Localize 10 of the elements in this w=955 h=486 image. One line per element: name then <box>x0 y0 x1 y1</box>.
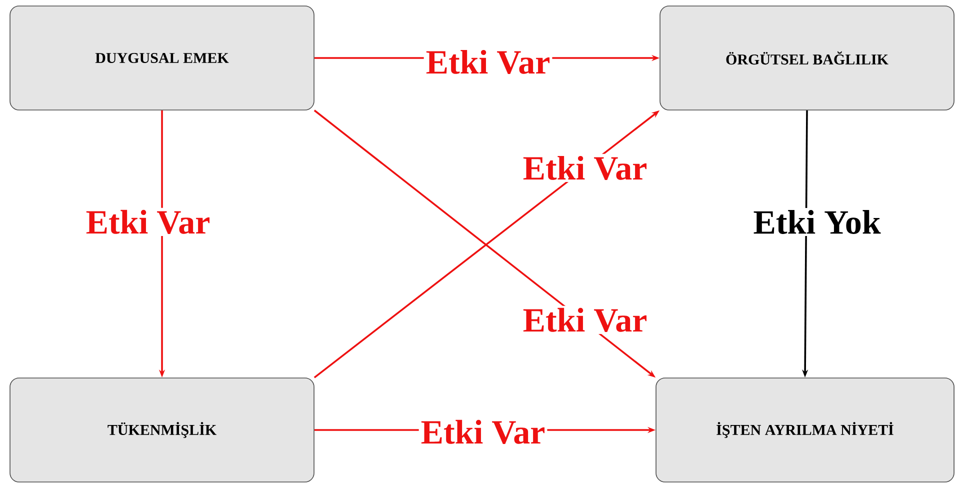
edge-label: Etki Yok <box>751 208 883 236</box>
edge-label: Etki Var <box>520 306 650 334</box>
edge-label: Etki Var <box>424 48 552 76</box>
edge-label: Etki Var <box>84 208 212 236</box>
process-box: TÜKENMİŞLİK <box>10 378 314 482</box>
process-box: DUYGUSAL EMEK <box>10 6 314 110</box>
process-box: ÖRGÜTSEL BAĞLILIK <box>660 6 954 110</box>
process-box: İŞTEN AYRILMA NİYETİ <box>656 378 954 482</box>
edge-label: Etki Var <box>520 154 650 182</box>
edge-label: Etki Var <box>418 418 548 446</box>
